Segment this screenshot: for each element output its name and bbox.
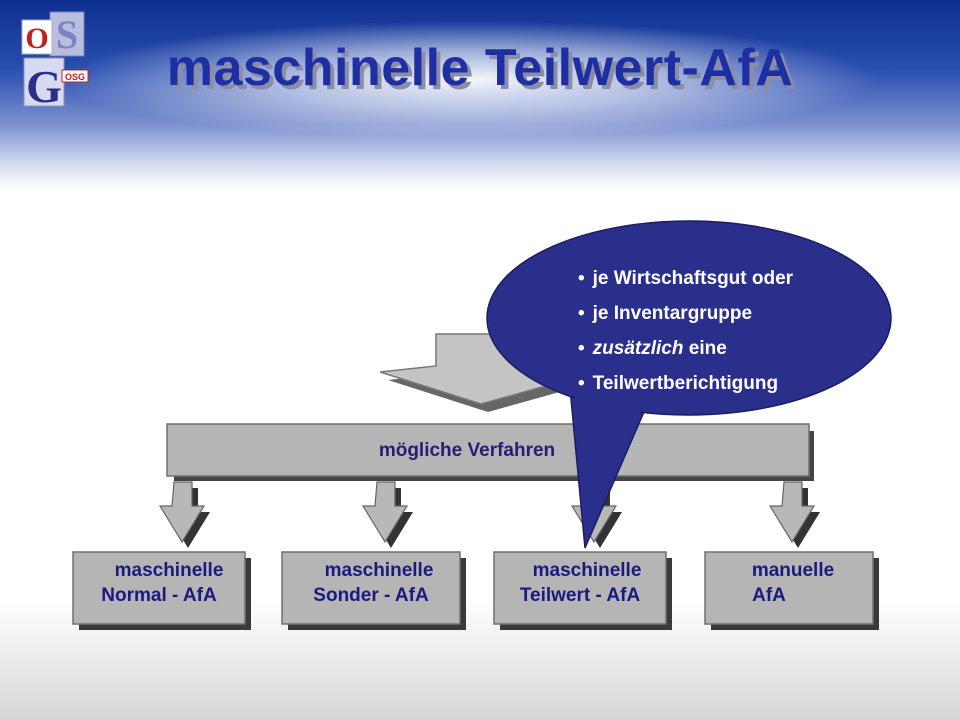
- callout-bullet-text: je Inventargruppe: [592, 303, 753, 324]
- method-label-line1: maschinelle: [114, 560, 224, 581]
- main-box-label: mögliche Verfahren: [378, 440, 556, 461]
- osg-logo: O S G OSG: [14, 10, 94, 112]
- header-glow: [60, 20, 880, 140]
- logo-letter-s: S: [56, 12, 78, 57]
- callout-bullet: je Wirtschaftsgut oder: [578, 266, 793, 301]
- method-label-line1: manuelle: [751, 560, 835, 581]
- callout-bullet: zusätzlich eine: [578, 336, 793, 371]
- connector-arrow-4: [768, 481, 820, 548]
- page-title: maschinelle Teilwert-AfA: [166, 39, 794, 97]
- method-box-teilwert: [493, 551, 672, 630]
- main-box: [166, 423, 814, 481]
- connector-arrow-1: [158, 481, 210, 548]
- method-label-normal: maschinelle Normal - AfA: [73, 558, 245, 608]
- callout-bullet-list: je Wirtschaftsgut oder je Inventargruppe…: [578, 266, 793, 406]
- callout-bullet-text: Teilwertberichtigung: [592, 373, 779, 394]
- logo-letter-o: O: [25, 22, 48, 55]
- logo-small-text: OSG: [65, 72, 85, 82]
- callout-bullet-text: je Wirtschaftsgut oder: [592, 268, 794, 289]
- method-box-normal: [72, 551, 251, 630]
- callout-bullet: Teilwertberichtigung: [578, 371, 793, 406]
- header-band: [0, 0, 960, 190]
- method-label-line2: Sonder - AfA: [313, 585, 429, 606]
- method-label-line2: Normal - AfA: [101, 585, 217, 606]
- method-label-manuell: manuelle AfA: [705, 558, 873, 608]
- callout-bullet-text: eine: [683, 338, 727, 359]
- method-label-line2: AfA: [752, 585, 786, 606]
- method-box-manuell: [704, 551, 879, 630]
- callout-bullet: je Inventargruppe: [578, 301, 793, 336]
- method-label-line2: Teilwert - AfA: [519, 585, 641, 606]
- method-label-sonder: maschinelle Sonder - AfA: [282, 558, 460, 608]
- logo-letter-g: G: [26, 61, 62, 110]
- method-label-teilwert: maschinelle Teilwert - AfA: [494, 558, 666, 608]
- method-label-line1: maschinelle: [532, 560, 642, 581]
- connector-arrow-2: [361, 481, 413, 548]
- callout-bullet-emphasis: zusätzlich: [592, 338, 684, 359]
- method-label-line1: maschinelle: [324, 560, 434, 581]
- method-box-sonder: [281, 551, 466, 630]
